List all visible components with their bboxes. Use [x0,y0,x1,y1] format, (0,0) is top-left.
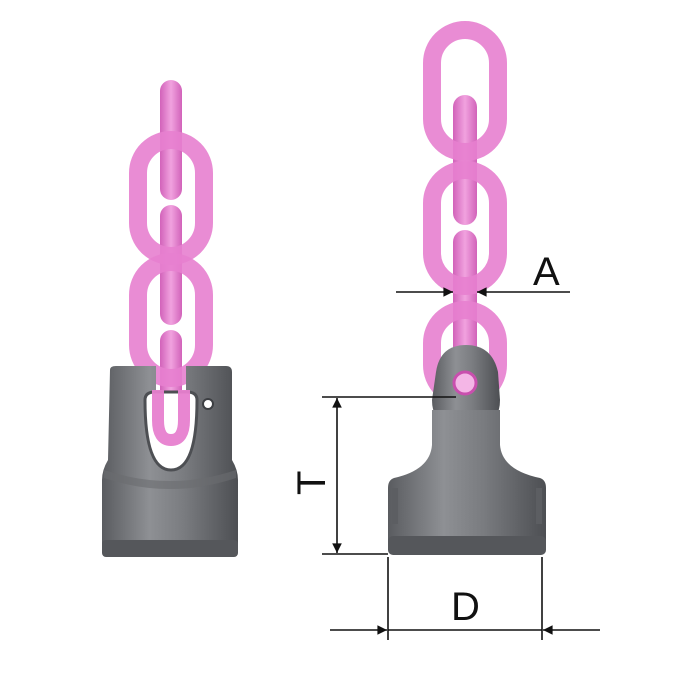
right-chain-link-edge-2 [453,230,477,370]
left-chain-link-in-eye [152,390,190,447]
dimension-d [330,557,600,640]
left-chain-link-oval-2 [129,253,213,387]
left-fitting-shoulder [104,470,236,489]
dimension-d-label: D [451,585,480,629]
left-fitting [102,366,238,557]
left-fitting-base-band [102,540,238,557]
left-chain [129,80,213,415]
right-fitting-base-band [388,536,546,555]
right-fitting [388,345,546,555]
right-chain [423,21,507,407]
right-chain-link-oval-2 [423,161,507,295]
right-fitting-marking-left [392,488,398,524]
right-chain-link-oval-1 [423,21,507,161]
dimension-a-label: A [533,250,560,294]
left-fitting-pin-hole [202,398,214,410]
right-fitting-marking-right [536,488,542,524]
dimension-t-label: T [290,471,334,495]
right-fitting-pin [452,370,478,396]
dimension-t [322,396,456,555]
right-fitting-body [388,410,546,555]
